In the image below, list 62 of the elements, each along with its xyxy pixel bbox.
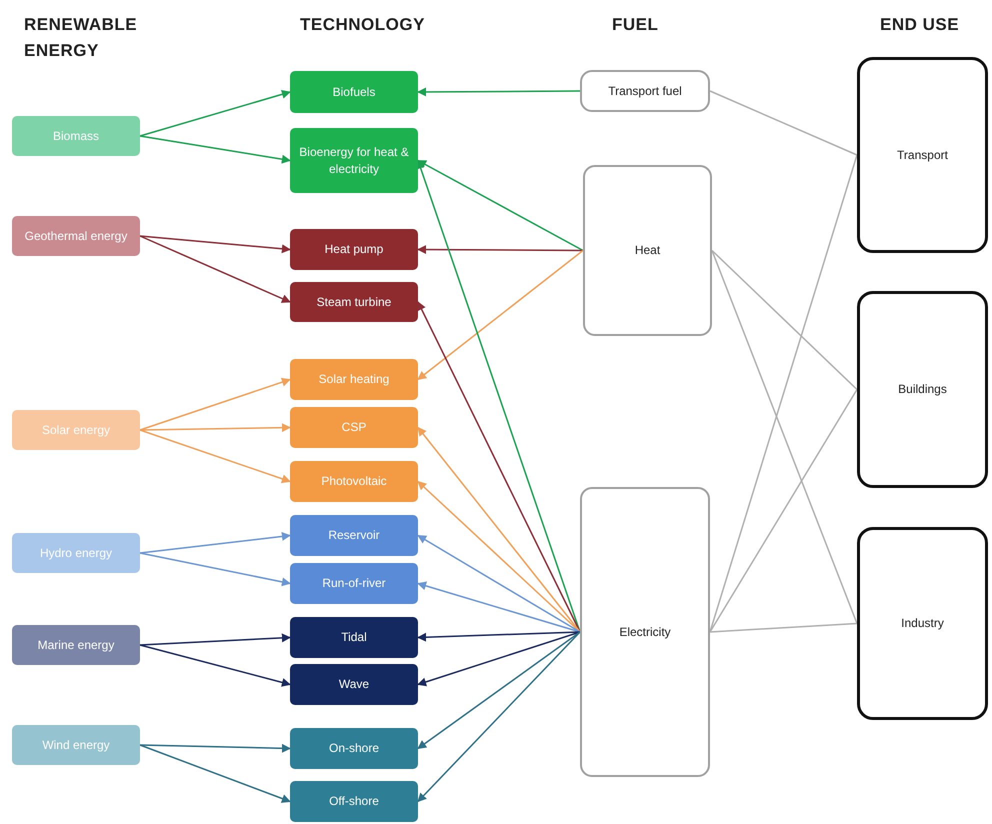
technology-box: Heat pump: [290, 229, 418, 270]
arrow: [417, 631, 580, 750]
fuel-box: Heat: [583, 165, 712, 336]
arrow: [140, 644, 291, 687]
technology-box: Tidal: [290, 617, 418, 658]
source-box: Marine energy: [12, 625, 140, 665]
arrow: [140, 423, 291, 432]
arrow: [417, 87, 580, 96]
end-use-box: Industry: [857, 527, 988, 720]
arrow: [140, 135, 291, 164]
arrow: [140, 744, 291, 803]
column-heading: END USE: [880, 14, 960, 36]
technology-box: Biofuels: [290, 71, 418, 113]
fuel-box: Electricity: [580, 487, 710, 777]
arrow: [417, 160, 584, 252]
connector-line: [710, 90, 858, 156]
technology-box: Wave: [290, 664, 418, 705]
column-heading: RENEWABLE ENERGY: [24, 14, 134, 62]
source-box: Biomass: [12, 116, 140, 156]
connector-line: [709, 154, 858, 632]
column-heading: TECHNOLOGY: [300, 14, 426, 36]
source-box: Wind energy: [12, 725, 140, 765]
technology-box: CSP: [290, 407, 418, 448]
end-use-box: Transport: [857, 57, 988, 253]
technology-box: Reservoir: [290, 515, 418, 556]
source-box: Hydro energy: [12, 533, 140, 573]
source-box: Solar energy: [12, 410, 140, 450]
arrow: [140, 235, 291, 303]
technology-box: Off-shore: [290, 781, 418, 822]
arrow: [417, 245, 583, 254]
arrow: [417, 534, 580, 633]
arrow: [140, 744, 291, 753]
end-use-box: Buildings: [857, 291, 988, 488]
fuel-box: Transport fuel: [580, 70, 710, 112]
arrow: [417, 480, 581, 633]
arrow: [417, 250, 584, 380]
technology-box: Steam turbine: [290, 282, 418, 322]
arrow: [140, 552, 291, 586]
column-heading: FUEL: [612, 14, 660, 36]
source-box: Geothermal energy: [12, 216, 140, 256]
technology-box: Bioenergy for heat & electricity: [290, 128, 418, 193]
connector-line: [710, 622, 858, 633]
arrow: [417, 631, 580, 686]
technology-box: On-shore: [290, 728, 418, 769]
arrow: [140, 429, 291, 484]
arrow: [140, 532, 291, 554]
connector-line: [711, 250, 858, 390]
technology-box: Solar heating: [290, 359, 418, 400]
technology-box: Photovoltaic: [290, 461, 418, 502]
arrow: [417, 582, 580, 633]
arrow: [140, 633, 291, 646]
arrow: [417, 301, 581, 632]
connector-line: [711, 250, 858, 624]
arrow: [417, 631, 580, 642]
arrow: [140, 235, 291, 254]
technology-box: Run-of-river: [290, 563, 418, 604]
arrow: [140, 90, 291, 137]
arrow: [417, 426, 581, 632]
arrow: [140, 378, 291, 431]
arrow: [416, 160, 581, 632]
arrow: [417, 631, 581, 802]
connector-line: [709, 389, 858, 632]
